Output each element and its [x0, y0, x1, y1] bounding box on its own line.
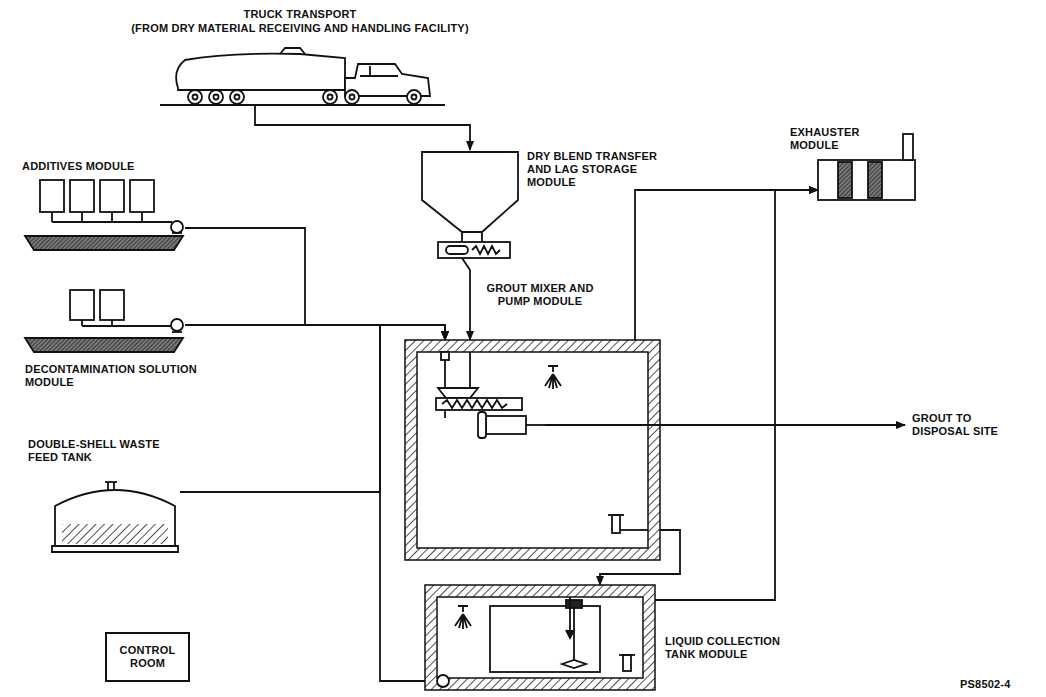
- module-label: DRY BLEND TRANSFER AND LAG STORAGE MODUL…: [527, 150, 662, 190]
- waste-feed-tank: DOUBLE-SHELL WASTE FEED TANK: [50, 478, 180, 553]
- liquid-collection-cell: LIQUID COLLECTION TANK MODULE: [425, 585, 655, 690]
- module-label: (FROM DRY MATERIAL RECEIVING AND HANDLIN…: [70, 22, 530, 35]
- pipe-connector: [180, 325, 445, 492]
- pipe-connector: [600, 530, 680, 585]
- pipe-connector: [635, 190, 818, 340]
- truck-transport: TRUCK TRANSPORT(FROM DRY MATERIAL RECEIV…: [170, 50, 435, 105]
- module-label: LIQUID COLLECTION TANK MODULE: [665, 635, 810, 661]
- pipe-connector: [185, 325, 445, 340]
- decon-module: DECONTAMINATION SOLUTION MODULE: [25, 285, 185, 355]
- control-room: CONTROL ROOM: [105, 632, 190, 682]
- pipe-connector: [380, 325, 445, 681]
- module-label: CONTROL ROOM: [113, 644, 183, 670]
- pipe-connector: [655, 190, 818, 600]
- module-label: TRUCK TRANSPORT: [70, 8, 530, 21]
- additives-module: ADDITIVES MODULE: [25, 178, 185, 253]
- outlet-label: GROUT TO DISPOSAL SITE: [912, 412, 1024, 438]
- module-label: ADDITIVES MODULE: [22, 160, 222, 173]
- pipe-connector: [469, 270, 471, 340]
- exhauster-module: EXHAUSTER MODULE: [818, 160, 915, 200]
- pipe-connector: [255, 105, 470, 150]
- module-label: DECONTAMINATION SOLUTION MODULE: [25, 363, 215, 389]
- dry-blend-hopper: DRY BLEND TRANSFER AND LAG STORAGE MODUL…: [420, 150, 520, 270]
- module-label: DOUBLE-SHELL WASTE FEED TANK: [28, 438, 168, 464]
- figure-number: PS8502-4: [960, 678, 1040, 691]
- pipe-connector: [185, 228, 445, 340]
- module-label: GROUT MIXER AND PUMP MODULE: [483, 282, 597, 308]
- module-label: EXHAUSTER MODULE: [790, 126, 885, 152]
- grout-mixer-cell: GROUT MIXER AND PUMP MODULE: [405, 340, 660, 560]
